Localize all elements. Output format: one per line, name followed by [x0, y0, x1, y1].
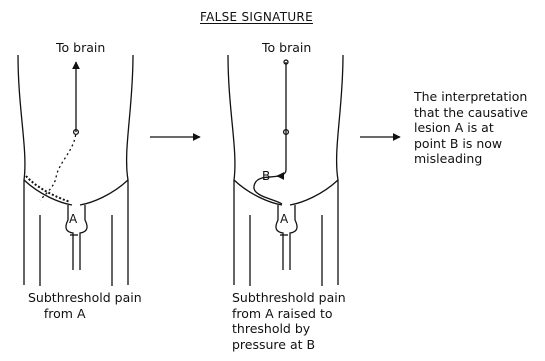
middle-region-a-label: A — [280, 212, 288, 228]
middle-point-b-label: B — [262, 169, 270, 185]
figure-title: FALSE SIGNATURE — [200, 10, 313, 26]
middle-top-label: To brain — [262, 40, 311, 56]
right-interpretation-text: The interpretation that the causative le… — [414, 89, 528, 167]
middle-nerve-pathway — [254, 60, 288, 204]
left-nerve-pathway — [26, 62, 78, 202]
left-region-a-label: A — [69, 212, 77, 228]
left-top-label: To brain — [56, 40, 105, 56]
left-caption: Subthreshold pain from A — [28, 290, 142, 321]
middle-caption: Subthreshold pain from A raised to thres… — [232, 290, 346, 352]
